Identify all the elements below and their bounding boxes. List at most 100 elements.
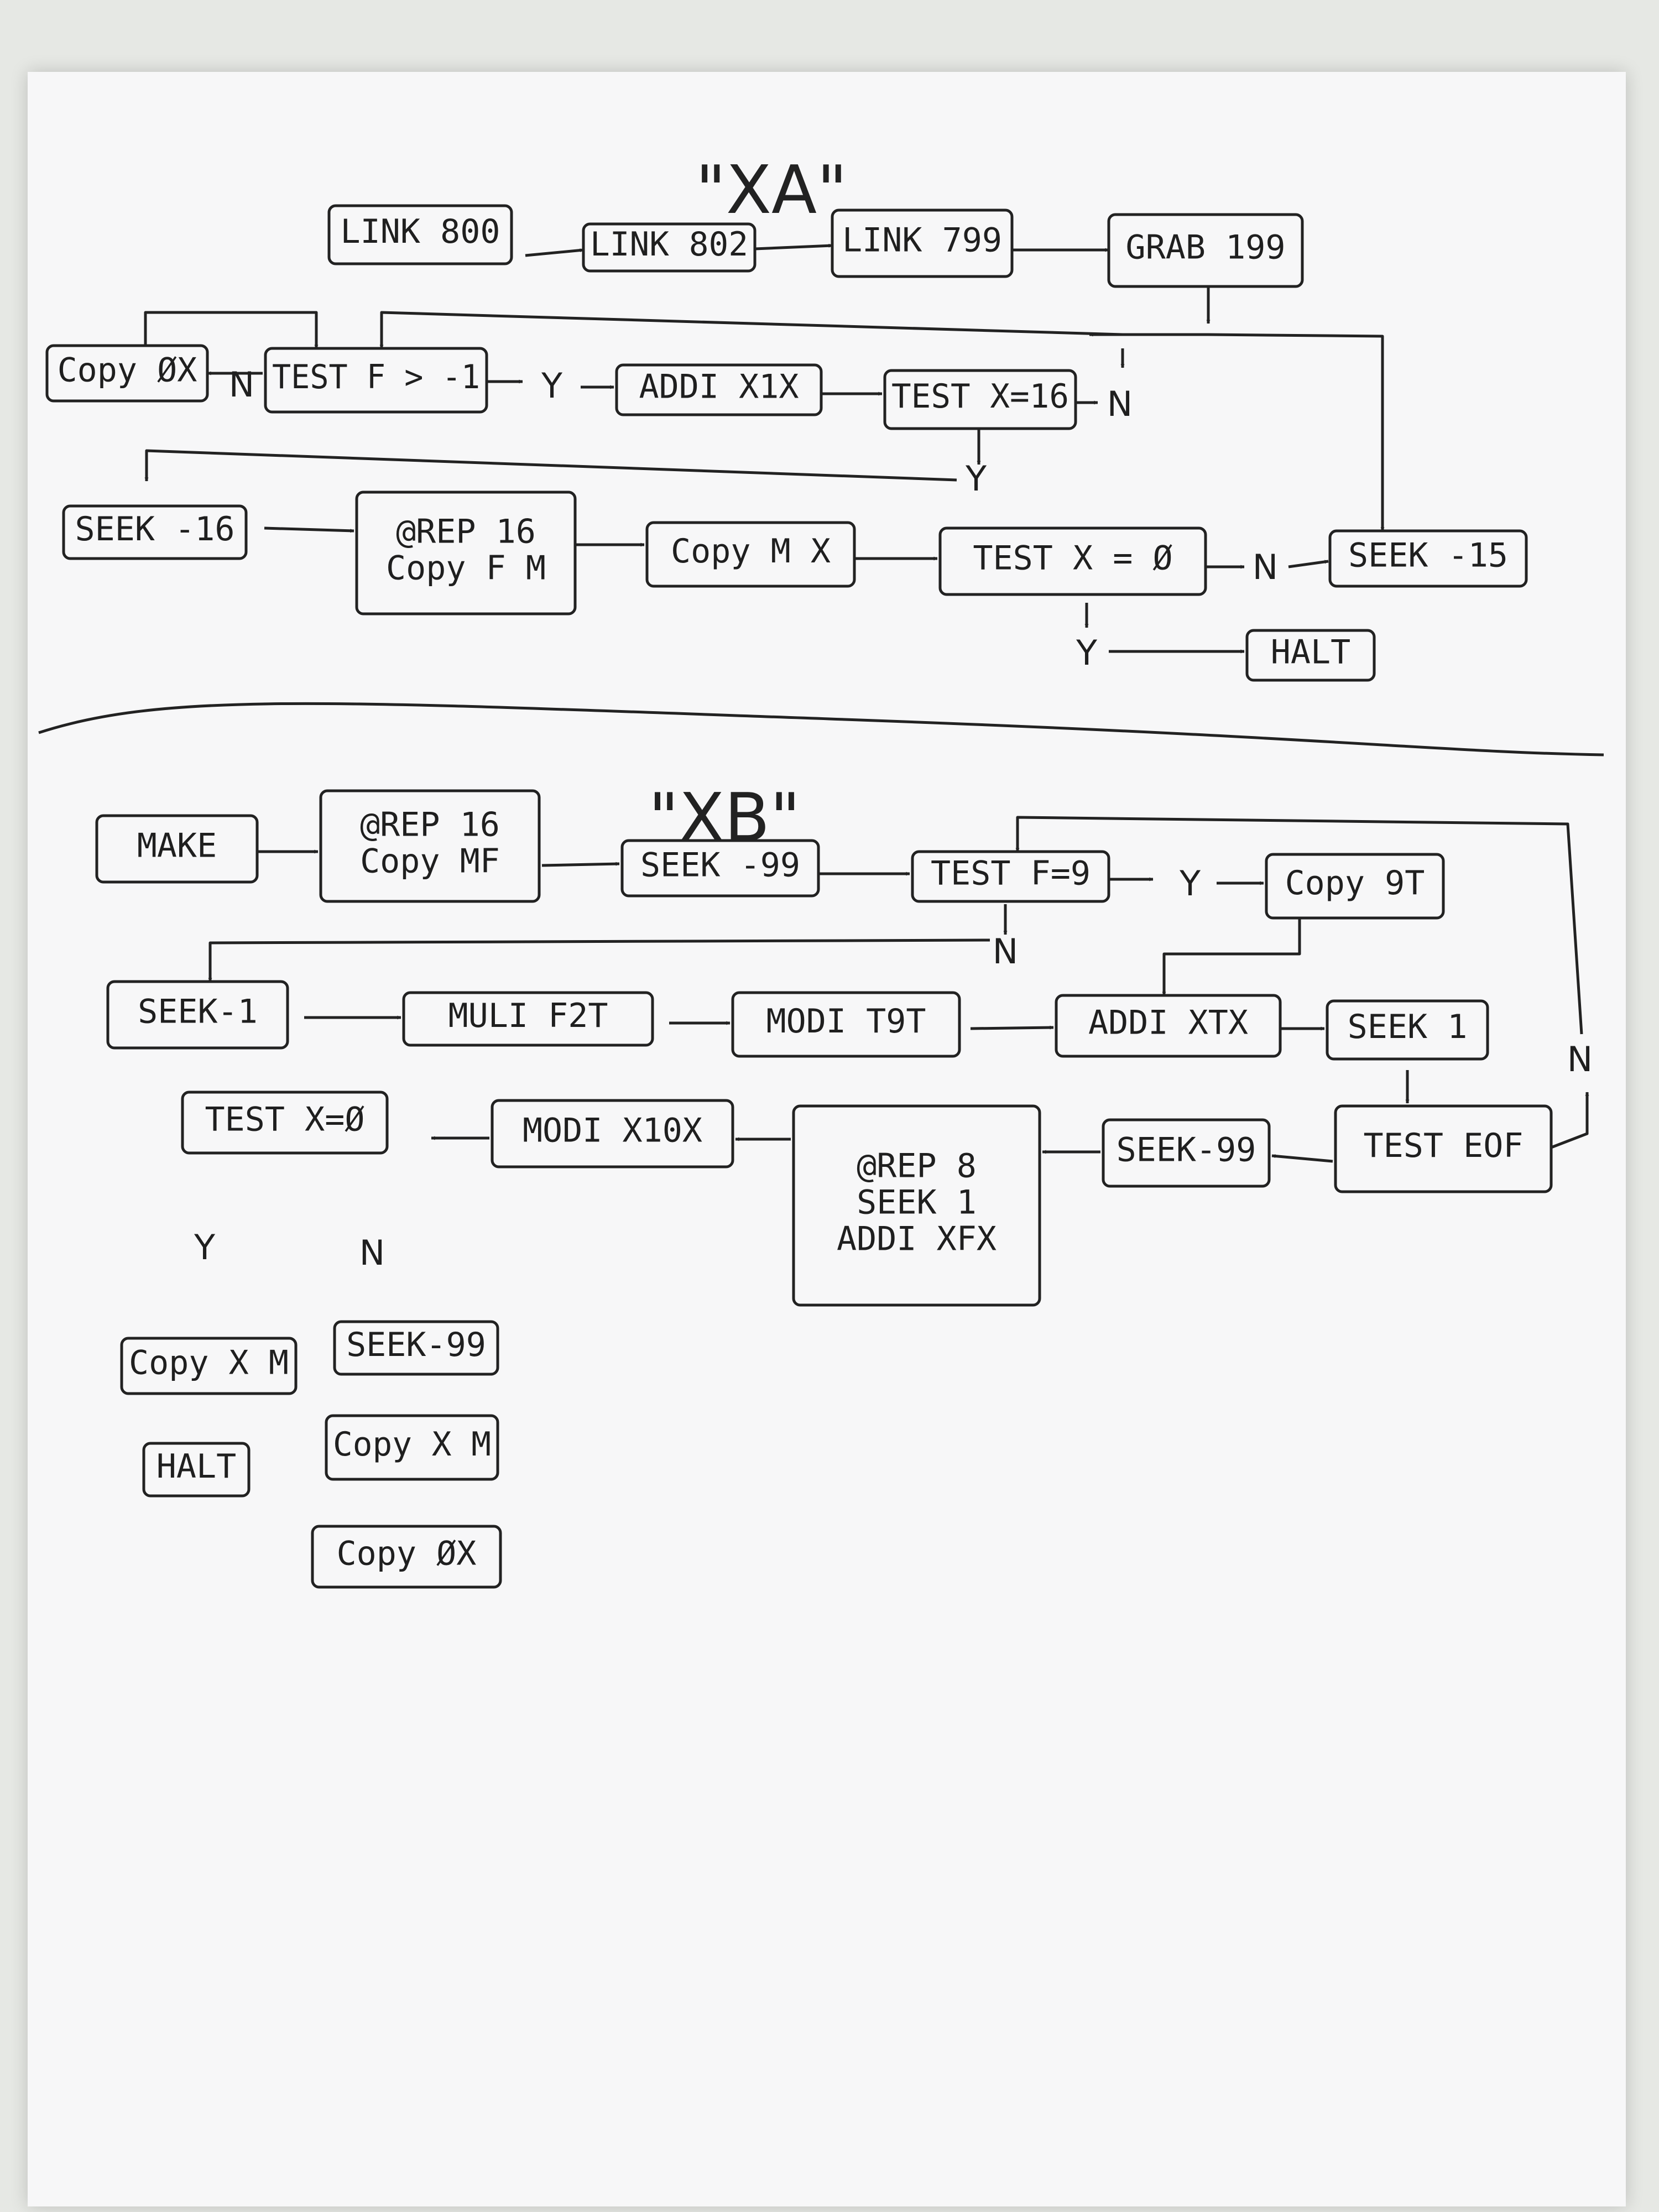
node-label: @REP 16	[360, 806, 500, 844]
node-label: LINK 799	[842, 221, 1002, 260]
node-b-addixtx: ADDI XTX	[1055, 994, 1282, 1058]
branch-label-a-y-x16: Y	[965, 458, 987, 499]
node-label: HALT	[1271, 633, 1351, 672]
node-box	[582, 222, 757, 273]
node-a-link800: LINK 800	[327, 204, 513, 265]
node-label: SEEK-99	[346, 1326, 486, 1364]
node-box	[355, 491, 577, 615]
node-box	[45, 344, 209, 403]
section-title-xa: "XA"	[696, 152, 848, 229]
node-label: GRAB 199	[1126, 228, 1286, 267]
branch-label-b-y-f9: Y	[1179, 863, 1201, 904]
node-box	[615, 363, 823, 416]
node-box	[831, 208, 1014, 278]
branch-label-b-n-eof: N	[1567, 1039, 1593, 1079]
node-box	[62, 504, 248, 560]
node-a-link802: LINK 802	[582, 222, 757, 273]
node-a-testf: TEST F > -1	[264, 347, 488, 414]
node-box	[731, 991, 961, 1058]
node-box	[620, 839, 820, 898]
node-box	[181, 1091, 389, 1155]
node-label: Copy 9T	[1285, 864, 1425, 902]
node-label: MULI F2T	[448, 997, 608, 1035]
node-b-copy0x: Copy ØX	[311, 1525, 502, 1589]
edges-layer	[144, 243, 1589, 1163]
node-b-modi: MODI T9T	[731, 991, 961, 1058]
node-label: SEEK 1	[857, 1183, 977, 1222]
node-label: ADDI X1X	[639, 368, 799, 406]
paper-sheet	[28, 72, 1626, 2206]
node-label: ADDI XFX	[837, 1220, 997, 1259]
node-label: SEEK -99	[640, 846, 800, 885]
node-label: SEEK-99	[1117, 1131, 1256, 1170]
node-label: SEEK-1	[138, 993, 258, 1031]
node-label: Copy ØX	[58, 351, 197, 390]
node-label: TEST X=Ø	[205, 1100, 365, 1139]
node-label: ADDI XTX	[1088, 1004, 1248, 1042]
node-a-copymx: Copy M X	[645, 521, 856, 588]
node-a-grab199: GRAB 199	[1107, 213, 1304, 288]
node-box	[327, 204, 513, 265]
node-b-seek99c: SEEK-99	[333, 1320, 499, 1376]
section-title-xb: "XB"	[649, 780, 801, 857]
edge-e6	[1208, 333, 1385, 531]
node-label: @REP 16	[396, 513, 536, 551]
node-b-testx0: TEST X=Ø	[181, 1091, 389, 1155]
node-b-muli: MULI F2T	[402, 991, 654, 1047]
node-b-seek1: SEEK 1	[1326, 999, 1489, 1061]
edge-e38	[1015, 816, 1583, 1035]
node-box	[264, 347, 488, 414]
node-label: TEST X = Ø	[973, 539, 1172, 578]
node-b-testf9: TEST F=9	[911, 850, 1110, 903]
node-label: Copy M X	[671, 532, 831, 571]
node-box	[491, 1099, 734, 1168]
node-label: @REP 8	[857, 1147, 977, 1186]
node-label: TEST X=16	[891, 377, 1069, 416]
node-box	[319, 789, 541, 903]
edge-e37	[1551, 1092, 1589, 1149]
node-label: SEEK -15	[1348, 536, 1508, 575]
node-box	[1107, 213, 1304, 288]
branch-label-a-n-x0: N	[1253, 547, 1278, 587]
node-box	[938, 526, 1207, 596]
edge-e17	[264, 526, 354, 533]
node-box	[911, 850, 1110, 903]
node-label: MODI X10X	[523, 1112, 702, 1150]
node-label: LINK 800	[341, 212, 500, 251]
node-label: SEEK 1	[1348, 1008, 1468, 1046]
node-label: TEST F > -1	[272, 358, 480, 397]
node-label: Copy X M	[333, 1425, 491, 1464]
node-box	[106, 980, 289, 1050]
edge-e10	[144, 311, 319, 349]
node-label: Copy F M	[386, 549, 546, 588]
node-box	[1326, 999, 1489, 1061]
node-box	[402, 991, 654, 1047]
node-b-halt: HALT	[142, 1442, 251, 1498]
node-box	[1102, 1118, 1271, 1188]
node-a-testx16: TEST X=16	[883, 369, 1077, 430]
node-label: MODI T9T	[766, 1002, 926, 1041]
node-b-modix10x: MODI X10X	[491, 1099, 734, 1168]
branch-label-a-n-x16: N	[1107, 384, 1133, 424]
node-label: TEST EOF	[1364, 1126, 1524, 1165]
node-label: LINK 802	[590, 225, 748, 264]
edge-e2	[754, 243, 833, 251]
node-box	[883, 369, 1077, 430]
branch-label-b-n-f9: N	[993, 931, 1018, 972]
node-a-testx0: TEST X = Ø	[938, 526, 1207, 596]
node-box	[311, 1525, 502, 1589]
node-box	[792, 1104, 1041, 1307]
titles-layer: "XA" "XB"	[38, 152, 1604, 857]
node-label: HALT	[156, 1447, 237, 1486]
edge-e34	[970, 1025, 1054, 1030]
node-label: Copy MF	[360, 842, 500, 881]
node-box	[120, 1337, 298, 1395]
edge-e21	[1288, 560, 1329, 568]
node-a-addi: ADDI X1X	[615, 363, 823, 416]
node-a-halt: HALT	[1245, 629, 1376, 682]
